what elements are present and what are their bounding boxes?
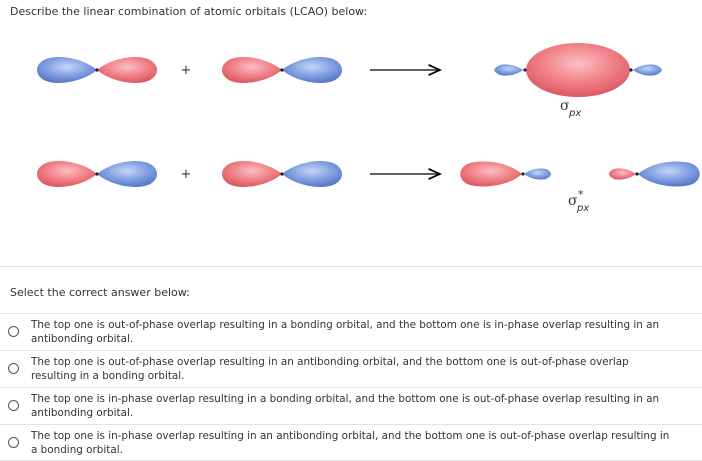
sigma-subscript: px	[568, 108, 581, 119]
nucleus-dot	[95, 172, 98, 175]
nucleus-dot	[523, 68, 526, 71]
small-lobe-blue-left	[494, 64, 523, 75]
small-lobe-red-right	[609, 168, 636, 179]
answer-option[interactable]: The top one is in-phase overlap resultin…	[0, 424, 702, 461]
lobe-red-left	[460, 161, 522, 186]
lobe-blue-right	[638, 161, 700, 186]
row2-orbital-b	[222, 161, 342, 187]
small-lobe-blue-left	[524, 168, 551, 179]
nucleus-dot	[629, 68, 632, 71]
answer-options: The top one is out-of-phase overlap resu…	[0, 313, 702, 461]
p-lobe-red	[37, 161, 97, 187]
radio-button[interactable]	[8, 400, 19, 411]
answer-option-text: The top one is out-of-phase overlap resu…	[31, 318, 674, 346]
sigma-superscript: *	[578, 188, 584, 201]
row2-plus-sign: +	[181, 167, 192, 182]
p-lobe-red	[222, 57, 282, 83]
p-lobe-blue	[97, 161, 157, 187]
answer-option[interactable]: The top one is in-phase overlap resultin…	[0, 387, 702, 424]
answer-option-text: The top one is in-phase overlap resultin…	[31, 429, 674, 457]
sigma-subscript: px	[576, 203, 589, 214]
nucleus-dot	[521, 172, 524, 175]
row1-orbital-b	[222, 57, 342, 83]
sigma-antibonding-label: σ * px	[568, 188, 589, 214]
radio-button[interactable]	[8, 326, 19, 337]
question-prompt: Describe the linear combination of atomi…	[10, 5, 367, 18]
nucleus-dot	[635, 172, 638, 175]
p-lobe-red	[97, 57, 157, 83]
nucleus-dot	[280, 68, 283, 71]
lcao-diagram: + σ px + σ * px	[0, 30, 702, 230]
sigma-bonding-orbital	[494, 43, 662, 97]
answer-option-text: The top one is out-of-phase overlap resu…	[31, 355, 674, 383]
answer-option-text: The top one is in-phase overlap resultin…	[31, 392, 674, 420]
small-lobe-blue-right	[633, 64, 662, 75]
p-lobe-blue	[282, 161, 342, 187]
radio-button[interactable]	[8, 363, 19, 374]
answer-section-label: Select the correct answer below:	[10, 286, 190, 299]
p-lobe-blue	[37, 57, 97, 83]
sigma-antibonding-orbital	[460, 161, 700, 186]
central-lobe-red	[526, 43, 630, 97]
answer-option[interactable]: The top one is out-of-phase overlap resu…	[0, 350, 702, 387]
row1-plus-sign: +	[181, 63, 192, 78]
sigma-bonding-label: σ px	[560, 98, 581, 119]
radio-button[interactable]	[8, 437, 19, 448]
p-lobe-blue	[282, 57, 342, 83]
answer-option[interactable]: The top one is out-of-phase overlap resu…	[0, 313, 702, 350]
row1-orbital-a	[37, 57, 157, 83]
p-lobe-red	[222, 161, 282, 187]
section-divider	[0, 266, 702, 267]
nucleus-dot	[280, 172, 283, 175]
nucleus-dot	[95, 68, 98, 71]
row2-orbital-a	[37, 161, 157, 187]
